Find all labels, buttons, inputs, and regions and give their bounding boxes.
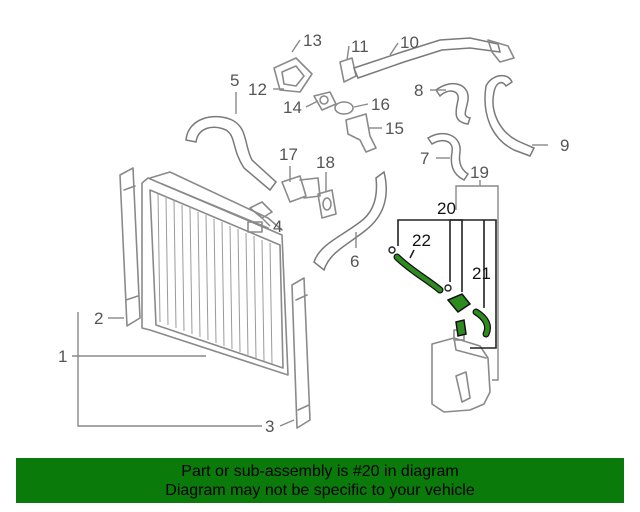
callout-9: 9 xyxy=(560,136,569,155)
banner-line-1: Part or sub-assembly is #20 in diagram xyxy=(181,462,459,480)
callout-12: 12 xyxy=(248,80,267,99)
radiator xyxy=(119,167,311,429)
callout-19: 19 xyxy=(470,163,489,182)
reservoir-assembly xyxy=(388,246,492,413)
callout-10: 10 xyxy=(400,33,419,52)
callout-4: 4 xyxy=(273,217,282,236)
callout-5: 5 xyxy=(230,71,239,90)
callout-2: 2 xyxy=(94,309,103,328)
callout-21: 21 xyxy=(472,264,491,283)
parts-diagram: 13 12 14 16 15 11 10 5 8 9 7 17 18 4 6 2… xyxy=(58,31,569,436)
leader-lines xyxy=(72,39,548,427)
banner-line-2: Diagram may not be specific to your vehi… xyxy=(165,481,475,499)
engine-parts xyxy=(185,37,536,272)
callout-20: 20 xyxy=(437,199,456,218)
callout-6: 6 xyxy=(350,252,359,271)
callout-3: 3 xyxy=(265,417,274,436)
notice-banner: Part or sub-assembly is #20 in diagram D… xyxy=(16,458,624,503)
callout-22: 22 xyxy=(412,231,431,250)
hose-22 xyxy=(394,254,443,293)
part-20-highlight xyxy=(446,293,472,313)
callout-16: 16 xyxy=(371,95,390,114)
callout-11: 11 xyxy=(351,37,369,56)
callout-15: 15 xyxy=(385,119,404,138)
callout-7: 7 xyxy=(420,149,429,168)
hose-21 xyxy=(473,309,490,337)
callout-8: 8 xyxy=(414,81,423,100)
callout-13: 13 xyxy=(303,31,322,50)
callout-14: 14 xyxy=(283,98,302,117)
callout-17: 17 xyxy=(279,145,298,164)
callout-1: 1 xyxy=(58,347,67,366)
callout-18: 18 xyxy=(316,153,335,172)
callout-labels: 13 12 14 16 15 11 10 5 8 9 7 17 18 4 6 2… xyxy=(58,31,569,436)
